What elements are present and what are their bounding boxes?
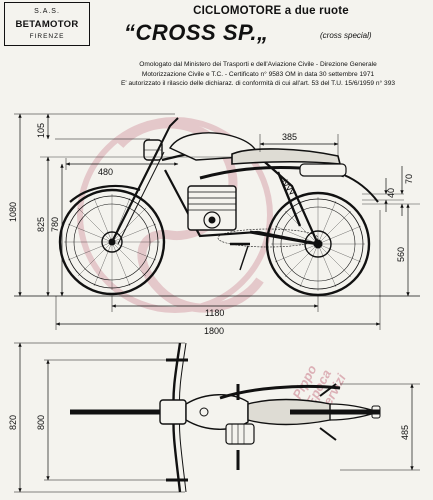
dim-seat-height: 825 xyxy=(36,217,46,232)
top-fuel-tank xyxy=(185,394,249,430)
top-engine xyxy=(225,423,255,445)
top-fuel-cap xyxy=(199,407,209,417)
dim-rear-width: 485 xyxy=(400,425,410,440)
seat xyxy=(231,148,342,165)
dim-mirror-width: 800 xyxy=(36,415,46,430)
company-city: FIRENZE xyxy=(29,33,65,40)
top-exhaust xyxy=(219,384,341,400)
engine xyxy=(187,185,237,231)
front-fender xyxy=(69,184,141,203)
dim-handlebar-to-seat: 480 xyxy=(98,167,113,177)
side-view xyxy=(14,113,420,297)
approval-line: Omologato dal Ministero dei Trasporti e … xyxy=(139,61,377,68)
company-box: S.A.S. BETAMOTOR FIRENZE xyxy=(4,2,90,46)
swingarm xyxy=(249,230,319,246)
company-name: BETAMOTOR xyxy=(15,19,79,30)
dim-tank-height: 780 xyxy=(50,217,60,232)
document-title: CICLOMOTORE a due ruote xyxy=(193,5,349,17)
side-dimensions xyxy=(18,113,420,330)
dim-handlebar-width: 820 xyxy=(8,415,18,430)
dim-overall-length: 1800 xyxy=(204,326,224,336)
dim-wheelbase: 1180 xyxy=(205,308,224,318)
kickstand xyxy=(239,245,249,271)
dim-clearance-b: 70 xyxy=(404,174,414,184)
model-name: “CROSS SP.„ xyxy=(124,20,269,45)
rear-shock xyxy=(276,171,302,227)
top-left-shock xyxy=(319,383,337,397)
top-fork-crown xyxy=(159,399,187,425)
model-subtitle: (cross special) xyxy=(320,31,372,40)
dim-handlebar: 105 xyxy=(36,123,46,138)
company-prefix: S.A.S. xyxy=(34,8,60,15)
dim-axle-height: 560 xyxy=(396,247,406,262)
top-right-shock xyxy=(319,427,337,441)
side-dimension-labels: 1080 105 825 780 480 385 40 70 560 1180 … xyxy=(8,123,414,336)
dim-clearance-a: 40 xyxy=(386,188,396,198)
top-dimension-labels: 820 800 485 xyxy=(8,415,410,440)
handlebar xyxy=(157,117,179,151)
top-view xyxy=(14,342,420,493)
dim-overall-height: 1080 xyxy=(8,202,18,222)
top-dimensions xyxy=(18,342,414,493)
exhaust-silencer xyxy=(299,163,347,177)
approval-line: E' autorizzato il rilascio delle dichiar… xyxy=(120,80,396,88)
drive-chain xyxy=(217,228,319,248)
dim-seat-length: 385 xyxy=(282,132,297,142)
approval-line: Motorizzazione Civile e T.C. - Certifica… xyxy=(141,70,375,78)
approval-text: Omologato dal Ministero dei Trasporti e … xyxy=(88,60,428,89)
